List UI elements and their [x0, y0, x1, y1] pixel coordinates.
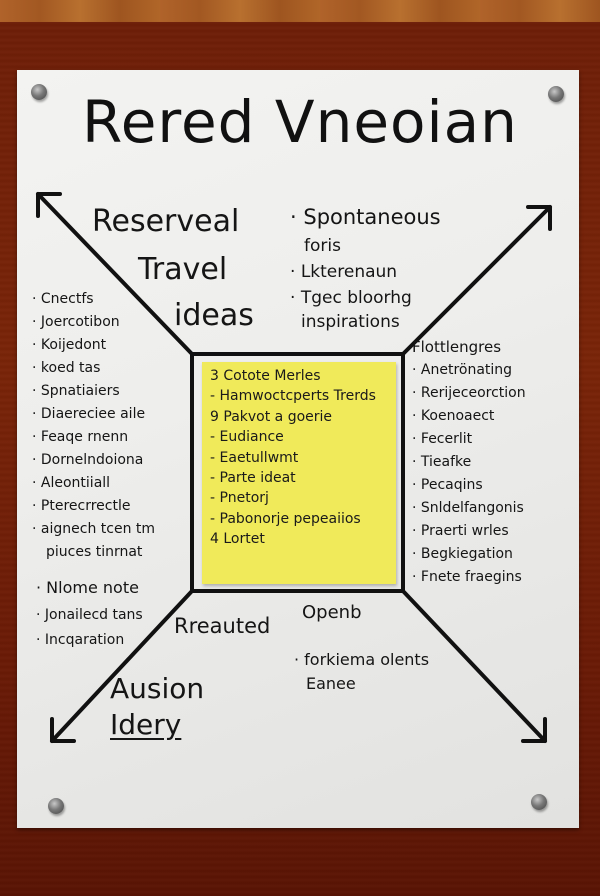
bottom-right-item: forkiema olents — [294, 650, 429, 669]
pin-top-left — [31, 84, 47, 100]
right-list-item: Anetrönating — [412, 359, 526, 382]
pin-bottom-right — [531, 794, 547, 810]
arrow-top-left-line — [36, 192, 194, 356]
right-list-item: Begkiegation — [412, 543, 526, 566]
heading-idery: Idery — [110, 708, 182, 741]
heading-ideas: ideas — [174, 298, 254, 333]
sticky-note-item: - Hamwoctcperts Trerds — [210, 388, 376, 405]
sticky-note-item: - Parte ideat — [210, 470, 296, 487]
sticky-note-item: - Eudiance — [210, 429, 284, 446]
sticky-note-item: 4 Lortet — [210, 531, 265, 548]
arrow-bottom-left-line — [50, 589, 194, 743]
right-list-item: Tieafke — [412, 451, 526, 474]
left-list-item: Dornelndoiona — [32, 449, 155, 472]
right-list-item: Snldelfangonis — [412, 497, 526, 520]
left-list-item: koed tas — [32, 357, 155, 380]
bottom-right-item: Eanee — [306, 674, 356, 693]
wood-shelf-edge — [0, 0, 600, 22]
right-list-item: Rerijeceorction — [412, 382, 526, 405]
left-list-item-continued: piuces tinrnat — [46, 544, 143, 560]
left-list-item: Cnectfs — [32, 288, 155, 311]
center-frame — [190, 352, 405, 593]
right-list-item: Fnete fraegins — [412, 566, 526, 589]
top-right-item: Lkterenaun — [290, 262, 397, 282]
bottom-left-item: Jonailecd tans — [36, 607, 143, 623]
sticky-note-item: - Eaetullwmt — [210, 449, 299, 466]
pin-bottom-left — [48, 798, 64, 814]
top-right-item: Spontaneous — [290, 205, 441, 229]
right-list-item: Pecaqins — [412, 474, 526, 497]
arrow-bottom-right-icon — [521, 717, 547, 743]
left-list: Cnectfs Joercotibon Koijedont koed tas S… — [32, 288, 155, 564]
left-list-item: Spnatiaiers — [32, 380, 155, 403]
sticky-note-item: - Pnetorj — [210, 490, 269, 507]
left-list-item: Diaereciee aile — [32, 403, 155, 426]
top-right-item: foris — [304, 236, 341, 256]
sticky-note-item: - Pabonorje pepeaiios — [210, 510, 361, 527]
bottom-right-heading: Openb — [302, 602, 362, 623]
left-list-item: aignech tcen tm — [32, 518, 155, 541]
pin-top-right — [548, 86, 564, 102]
arrow-bottom-right-line — [401, 589, 547, 743]
bottom-left-item: Nlome note — [36, 578, 139, 597]
sticky-note-item: 3 Cotote Merles — [210, 368, 321, 384]
left-list-item: Pterecrrectle — [32, 495, 155, 518]
left-list-item: Feaqe rnenn — [32, 426, 155, 449]
heading-ausion: Ausion — [110, 672, 205, 705]
arrow-top-right-line — [401, 205, 552, 356]
arrow-bottom-left-icon — [50, 717, 76, 743]
sticky-note-item: 9 Pakvot a goerie — [210, 408, 333, 425]
right-list-heading: Flottlengres — [412, 338, 502, 356]
arrow-top-right-icon — [526, 205, 552, 231]
bottom-left-item: Incqaration — [36, 632, 124, 648]
right-list-item: Koenoaect — [412, 405, 526, 428]
left-list-item: Aleontiiall — [32, 472, 155, 495]
board-title: Rered Vneoian — [82, 88, 518, 156]
top-right-item: Tgec bloorhg — [290, 288, 412, 308]
heading-travel: Travel — [138, 252, 228, 287]
left-list-item: Joercotibon — [32, 311, 155, 334]
sticky-note: 3 Cotote Merles - Hamwoctcperts Trerds 9… — [202, 362, 396, 584]
right-list: Flottlengres Anetrönating Rerijeceorctio… — [412, 336, 526, 589]
top-right-item: inspirations — [301, 312, 400, 332]
heading-reserved: Reserveal — [92, 204, 240, 239]
left-list-item: Koijedont — [32, 334, 155, 357]
sticky-note-list: 3 Cotote Merles - Hamwoctcperts Trerds 9… — [210, 366, 376, 550]
arrow-top-left-icon — [36, 192, 62, 218]
right-list-item: Fecerlit — [412, 428, 526, 451]
label-rreauted: Rreauted — [174, 614, 271, 638]
right-list-item: Praerti wrles — [412, 520, 526, 543]
